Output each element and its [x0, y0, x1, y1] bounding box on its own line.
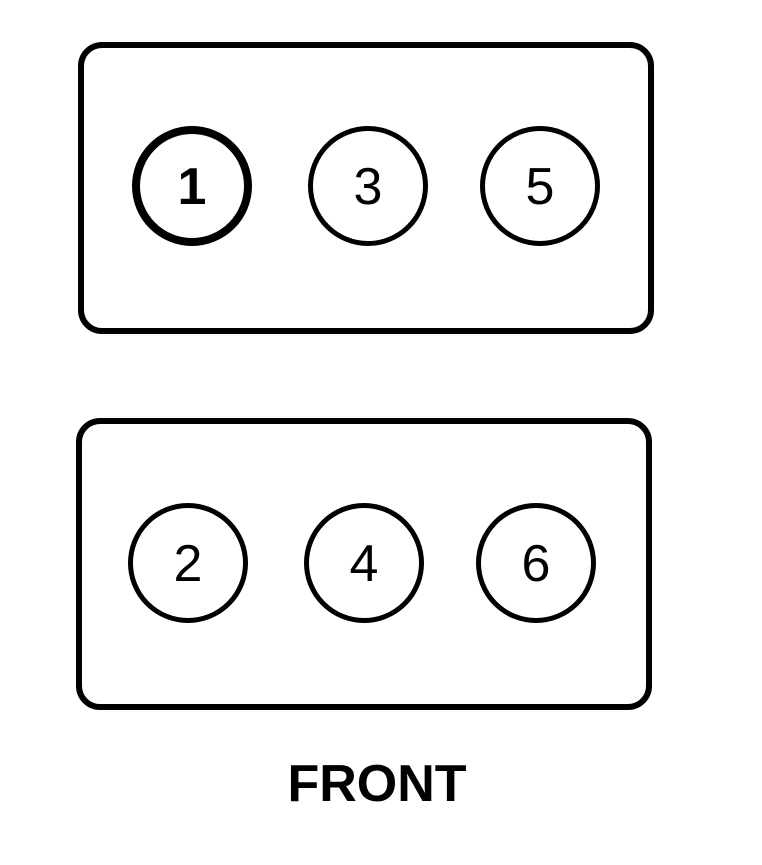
cylinder-4-label: 4	[349, 535, 379, 593]
cylinder-6-label: 6	[521, 535, 551, 593]
front-orientation-label: FRONT	[287, 755, 467, 813]
cylinder-4: 4	[304, 503, 424, 623]
cylinder-1-label: 1	[177, 158, 207, 216]
cylinder-3: 3	[308, 126, 428, 246]
cylinder-3-label: 3	[353, 158, 383, 216]
cylinder-6: 6	[476, 503, 596, 623]
cylinder-5: 5	[480, 126, 600, 246]
cylinder-2-label: 2	[173, 535, 203, 593]
cylinder-1: 1	[132, 126, 252, 246]
cylinder-5-label: 5	[525, 158, 555, 216]
cylinder-2: 2	[128, 503, 248, 623]
